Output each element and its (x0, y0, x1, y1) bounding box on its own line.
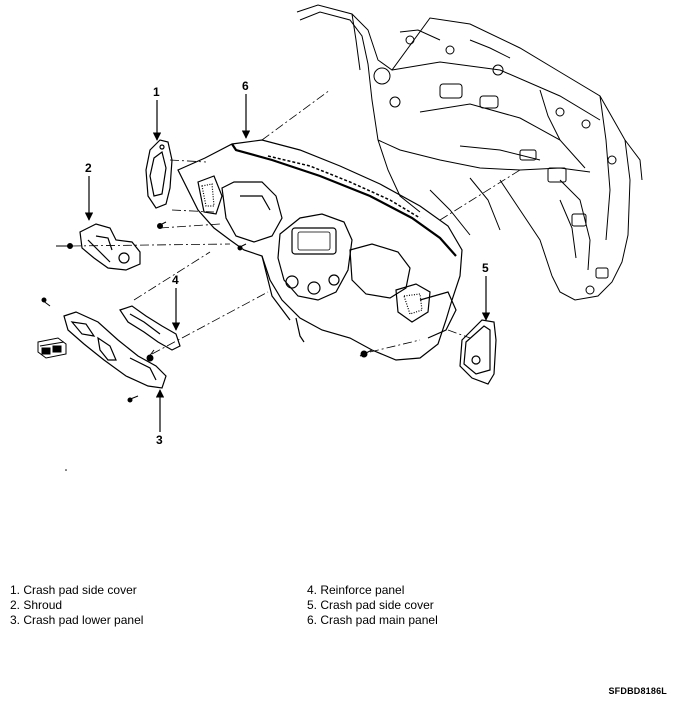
legend-item-5: 5. Crash pad side cover (307, 598, 434, 612)
legend-item-4: 4. Reinforce panel (307, 583, 405, 597)
callout-4: 4 (172, 273, 179, 287)
shroud (79, 223, 141, 271)
screw-lower-panel-bottom (127, 395, 139, 403)
screw-lower-panel-top (41, 297, 51, 307)
screw-main-panel-right (359, 349, 373, 358)
reinforce-panel (119, 305, 181, 351)
legend-item-6: 6. Crash pad main panel (307, 613, 438, 627)
switch-block (37, 337, 67, 359)
legend-item-2: 2. Shroud (10, 598, 63, 612)
crash-pad-side-cover-right (459, 319, 497, 385)
crash-pad-side-cover-left (145, 139, 173, 209)
callout-1: 1 (153, 85, 160, 99)
callout-2: 2 (85, 161, 92, 175)
fastener-screws (41, 221, 373, 403)
callout-5: 5 (482, 261, 489, 275)
screw-main-panel-top (237, 243, 247, 251)
screw-shroud (56, 243, 73, 249)
legend-item-3: 3. Crash pad lower panel (10, 613, 144, 627)
assembly-guide-lines (71, 89, 521, 355)
crash-pad-lower-panel (63, 311, 167, 389)
stray-dot (65, 469, 67, 471)
crash-pad-main-panel (177, 139, 463, 361)
callout-arrows (84, 94, 491, 432)
screw-side-cover-left (157, 221, 167, 229)
figure-code: SFDBD8186L (608, 686, 667, 696)
exploded-view-diagram (37, 4, 643, 471)
vehicle-body-frame (296, 4, 643, 301)
callout-6: 6 (242, 79, 249, 93)
callout-3: 3 (156, 433, 163, 447)
screw-reinforce (146, 349, 155, 362)
legend-item-1: 1. Crash pad side cover (10, 583, 137, 597)
